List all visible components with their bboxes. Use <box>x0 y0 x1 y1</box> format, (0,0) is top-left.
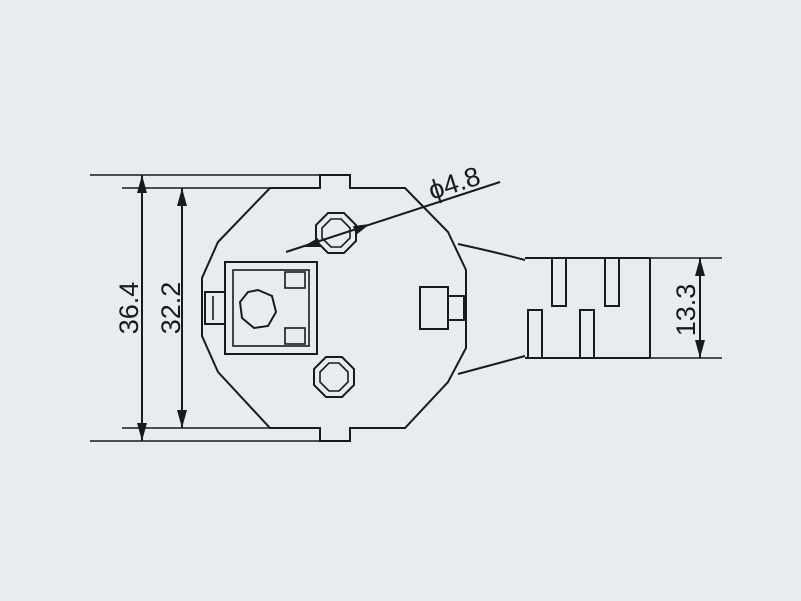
dimension-label-pin-diameter: ϕ4.8 <box>425 161 484 206</box>
dimension-inner-height: 32.2 <box>156 188 187 428</box>
extension-lines <box>90 174 320 442</box>
dimension-label-inner-height: 32.2 <box>156 282 186 335</box>
pin-hole-bottom <box>313 356 355 398</box>
dimension-label-cable-width: 13.3 <box>671 284 701 337</box>
cable-strain-relief <box>457 243 651 375</box>
dimension-label-overall-height: 36.4 <box>114 282 144 335</box>
dimension-overall-height: 36.4 <box>114 175 147 441</box>
pin-hole-top <box>315 212 357 254</box>
center-hex-pin <box>238 288 278 330</box>
center-socket <box>204 261 318 355</box>
dimension-cable-width: 13.3 <box>650 257 722 359</box>
plug-face-outline <box>201 174 467 442</box>
right-latch <box>419 286 465 330</box>
